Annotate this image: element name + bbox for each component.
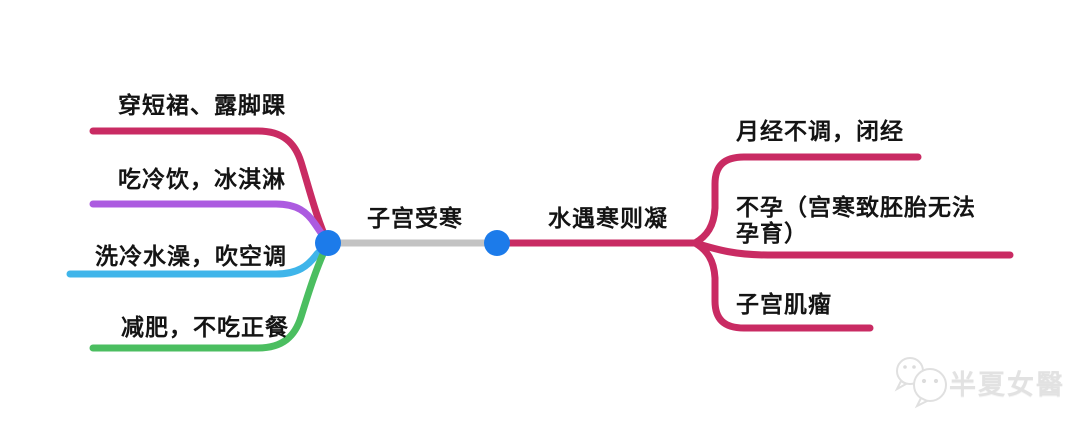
watermark-text: 半夏女醫 [949, 370, 1065, 400]
cause-label-cold-showers: 洗冷水澡，吹空调 [95, 243, 287, 269]
cause-label-short-skirts: 穿短裙、露脚踝 [118, 92, 286, 118]
branch-line-cold-showers [66, 239, 332, 278]
effect-label-uterine-fibroids: 子宫肌瘤 [736, 291, 832, 317]
branch-line-short-skirts [89, 127, 332, 247]
cause-label-dieting: 减肥，不吃正餐 [121, 314, 289, 340]
center-node-uterus-cold: 子宫受寒 [367, 205, 463, 231]
watermark-bubbles-icon [894, 357, 947, 409]
cause-label-cold-drinks: 吃冷饮，冰淇淋 [118, 166, 286, 192]
node-dot-left [315, 230, 341, 256]
effect-label-menstrual-disorder: 月经不调，闭经 [736, 118, 904, 144]
branch-line-uterine-fibroids [691, 239, 874, 332]
node-dot-right [484, 230, 510, 256]
branch-line-cold-drinks [89, 200, 332, 247]
center-node-water-freezes: 水遇寒则凝 [548, 205, 668, 231]
effect-label-infertility: 不孕（宫寒致胚胎无法孕育） [736, 194, 976, 246]
branch-line-dieting [89, 239, 332, 352]
branch-line-menstrual-disorder [691, 153, 922, 247]
